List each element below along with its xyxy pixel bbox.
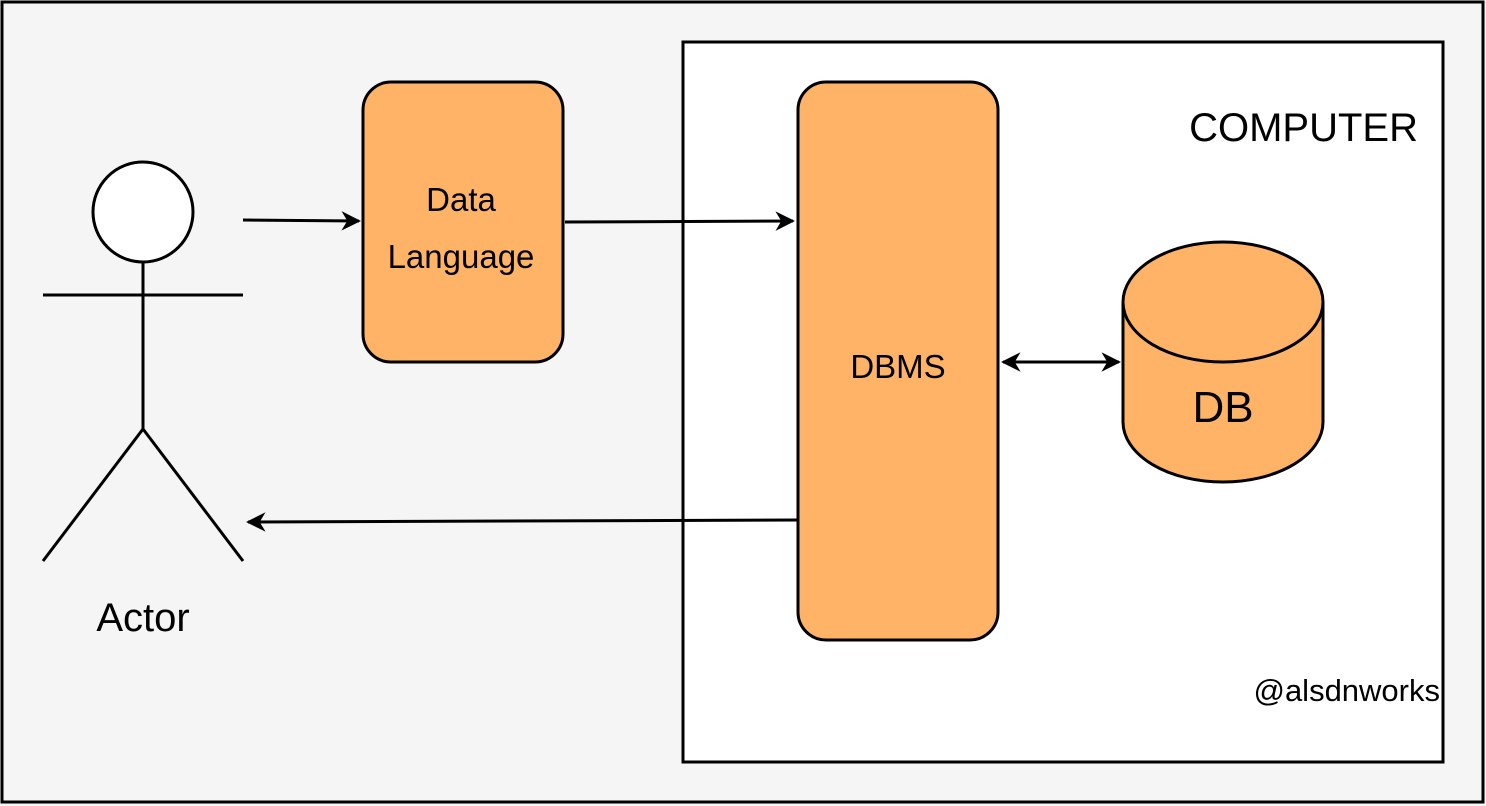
data-language-node xyxy=(361,80,565,364)
edge-actor-to-data-language xyxy=(242,211,361,231)
dbms-node xyxy=(796,80,1000,642)
edge-dbms-to-actor xyxy=(246,512,799,532)
actor-icon xyxy=(41,160,245,562)
actor-right-leg xyxy=(141,428,245,562)
actor-left-leg xyxy=(41,428,145,562)
watermark-label: @alsdnworks xyxy=(1253,673,1440,708)
edge-data-language-to-dbms xyxy=(564,211,795,231)
data-language-label-line2: Language xyxy=(388,238,535,275)
db-cylinder-icon xyxy=(1121,240,1325,484)
db-cylinder-top xyxy=(1121,240,1325,364)
dbms-label: DBMS xyxy=(850,348,945,385)
computer-label: COMPUTER xyxy=(1189,106,1418,150)
db-label: DB xyxy=(1192,383,1253,432)
actor-head xyxy=(91,160,195,264)
data-language-label-line1: Data xyxy=(426,181,496,218)
actor-label: Actor xyxy=(96,596,189,640)
